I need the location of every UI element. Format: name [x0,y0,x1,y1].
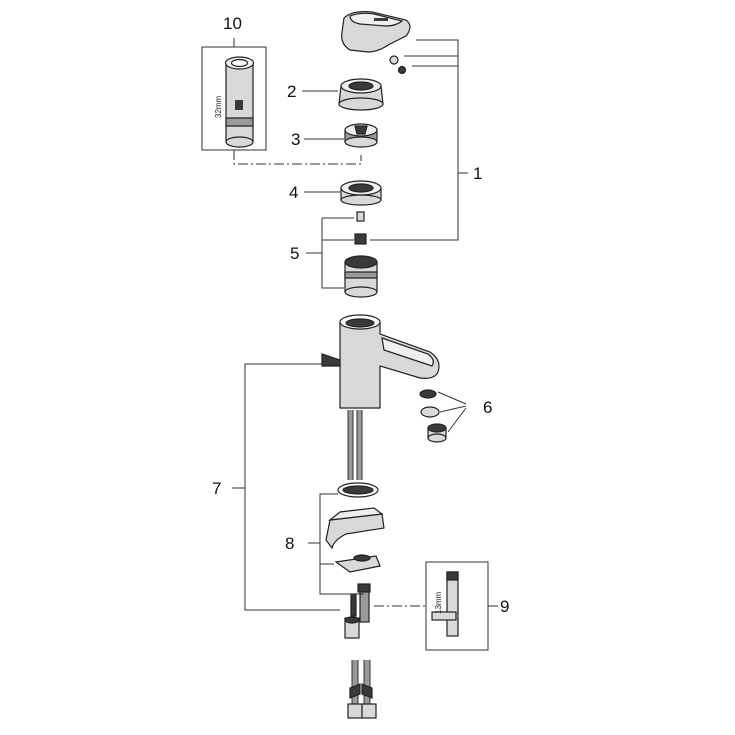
threaded-rod [344,583,371,639]
callout-6: 6 [483,398,492,417]
cap-ring [338,78,384,111]
callout-3: 3 [291,130,300,149]
callout-1-bracket [370,39,459,241]
mounting-set [325,482,385,573]
callout-9: 9 [500,597,509,616]
adapter [344,123,378,148]
aerator [419,389,447,443]
tool-10-box: 32mm [201,46,267,151]
faucet-body [321,314,440,480]
callout-5: 5 [290,244,299,263]
callout-1: 1 [473,164,482,183]
lever-handle [341,11,411,75]
cartridge [344,211,378,298]
callout-4: 4 [289,183,298,202]
callout-2: 2 [287,82,296,101]
callout-7: 7 [212,479,221,498]
tool-9-dimension: 13mm [434,591,443,614]
retaining-nut [340,180,382,206]
callout-7-bracket [244,363,340,611]
tool-10-link [233,150,362,165]
tool-9-box: 13mm [425,561,489,651]
callout-8: 8 [285,534,294,553]
callout-10: 10 [223,14,242,33]
tool-10-dimension: 32mm [214,95,223,118]
supply-hoses [347,660,377,719]
